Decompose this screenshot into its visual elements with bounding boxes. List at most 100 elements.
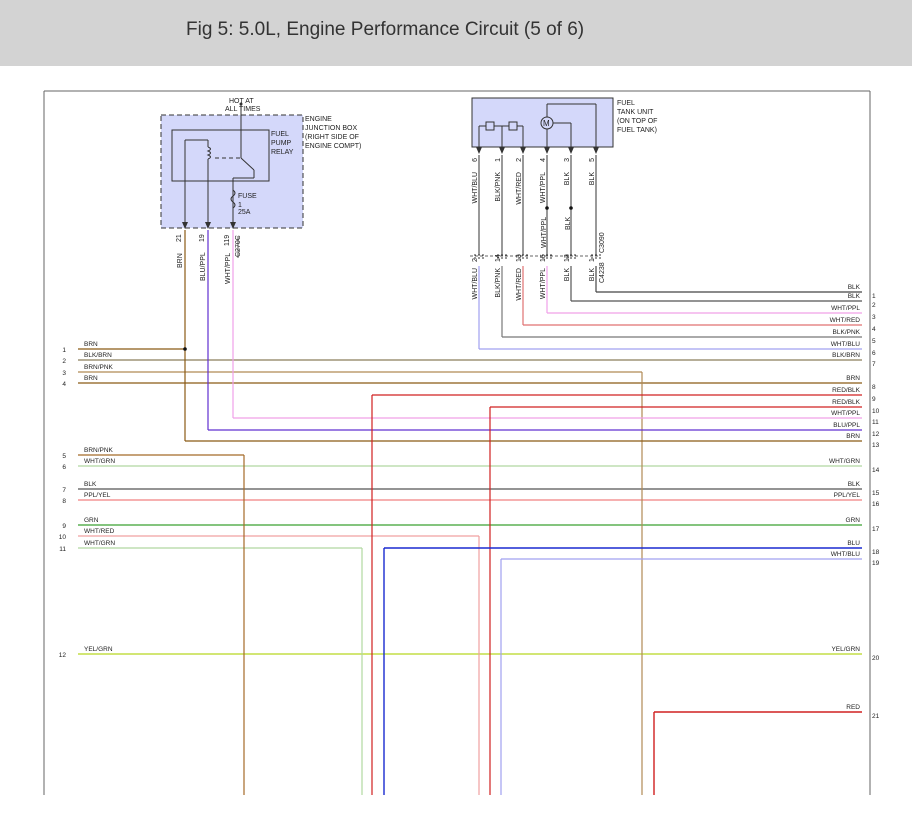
left-wire-number: 7 [62,487,66,494]
right-wire-number: 9 [872,396,876,403]
right-wire-label: WHT/PPL [831,305,860,312]
harness-wire-group [78,230,862,795]
right-wire-label: GRN [846,517,861,524]
tank-wire-label-bottom: WHT/BLU [472,268,479,300]
page-header: Fig 5: 5.0L, Engine Performance Circuit … [0,0,912,66]
left-wire-number: 4 [62,381,66,388]
right-wire-number: 6 [872,350,876,357]
left-wire-label: BLK/BRN [84,352,112,359]
tank-lower-connector: C4238 [599,262,606,283]
right-wire-label: RED [846,704,860,711]
right-wire-label: RED/BLK [832,399,860,406]
hot-label-2: ALL TIMES [225,106,261,113]
relay-label-2: PUMP [271,140,292,147]
tank-pin-top: 2 [516,158,523,162]
jbox-pin-119: 119 [224,235,231,246]
tank-pin-top: 6 [472,158,479,162]
left-wire-number: 9 [62,523,66,530]
tank-pin-top: 3 [564,158,571,162]
left-wire-number: 8 [62,498,66,505]
splice-dot [545,206,549,210]
wire-label-group: 6WHT/BLU2WHT/BLU1BLK/PNK14BLK/PNK2WHT/RE… [59,158,880,720]
tank-title-3: (ON TOP OF [617,118,657,125]
splice-dot [569,206,573,210]
page-title: Fig 5: 5.0L, Engine Performance Circuit … [186,19,585,40]
jbox-title-2: JUNCTION BOX [305,125,357,132]
right-wire-number: 20 [872,655,880,662]
engine-junction-box: HOT AT ALL TIMES ENGINE JUNCTION BOX (RI… [160,98,361,284]
tank-pin-top: 1 [495,158,502,162]
right-wire-label: BLK/BRN [832,352,860,359]
tank-wire-group [470,155,862,350]
tank-wire-label-top: WHT/PPL [540,172,547,203]
left-wire-number: 6 [62,464,66,471]
left-wire-number: 3 [62,370,66,377]
relay-label-3: RELAY [271,149,294,156]
left-wire-label: YEL/GRN [84,646,113,653]
left-wire-number: 2 [62,358,66,365]
right-wire-number: 8 [872,384,876,391]
fuel-tank-unit: M FUEL TANK UNIT (ON TOP OF FUEL TANK) [471,97,657,154]
right-wire-number: 11 [872,419,879,426]
right-wire-label: WHT/GRN [829,458,860,465]
right-wire-label: WHT/BLU [831,341,861,348]
left-wire-label: BRN/PNK [84,364,114,371]
tank-pin-bottom: 1 [589,258,596,262]
jbox-title-3: (RIGHT SIDE OF [305,134,359,141]
tank-wire-label-bottom: WHT/PPL [540,268,547,299]
left-wire-label: GRN [84,517,99,524]
right-wire-number: 15 [872,490,880,497]
right-wire-number: 3 [872,314,876,321]
right-wire-number: 18 [872,549,880,556]
hot-label-1: HOT AT [229,98,254,105]
tank-wire-label-bottom: BLK/PNK [495,268,502,298]
left-wire-number: 10 [59,534,67,541]
tank-wire-label-top: WHT/RED [516,172,523,205]
right-wire-label: BLK [848,481,861,488]
right-wire-number: 17 [872,526,880,533]
right-wire-label: WHT/PPL [831,410,860,417]
right-wire-label: BRN [846,433,860,440]
jbox-wire-wht-ppl: WHT/PPL [225,253,232,284]
tank-pin-bottom: 12 [564,254,571,262]
left-wire-label: WHT/GRN [84,540,115,547]
tank-title-4: FUEL TANK) [617,127,657,134]
fuel-pump-relay [171,129,270,182]
tank-pin-bottom: 2 [472,258,479,262]
jbox-pin-19: 19 [199,234,206,242]
tank-pin-bottom: 13 [516,254,523,262]
left-wire-number: 1 [62,347,66,354]
jbox-connector: C270C [235,235,242,257]
right-wire-label: BLU [847,540,860,547]
right-wire-number: 13 [872,442,880,449]
right-wire-label: RED/BLK [832,387,860,394]
right-wire-number: 21 [872,713,880,720]
right-wire-label: WHT/BLU [831,551,861,558]
tank-wire-label-top: BLK/PNK [495,172,502,202]
relay-label-1: FUEL [271,131,289,138]
tank-pin-top: 4 [540,158,547,162]
right-wire-number: 1 [872,293,876,300]
tank-wire-label-top: BLK [589,172,596,186]
left-wire-label: PPL/YEL [84,492,111,499]
tank-pin-bottom: 15 [540,254,547,262]
left-wire-label: BRN [84,341,98,348]
fuse-symbol [230,189,236,209]
mid-wire-label-blk: BLK [565,216,572,230]
right-wire-number: 19 [872,560,880,567]
right-wire-number: 4 [872,326,876,333]
tank-title-1: FUEL [617,100,635,107]
fuse-label-2: 1 [238,202,242,209]
right-wire-number: 7 [872,361,876,368]
tank-wire-label-bottom: WHT/RED [516,268,523,301]
left-wire-number: 12 [59,652,67,659]
relay-coil [206,146,211,160]
left-wire-number: 5 [62,453,66,460]
fuse-label-1: FUSE [238,193,257,200]
left-wire-label: WHT/GRN [84,458,115,465]
splice-dot [183,347,187,351]
left-wire-label: BLK [84,481,97,488]
jbox-title-1: ENGINE [305,116,332,123]
tank-pin-bottom: 14 [495,254,502,262]
